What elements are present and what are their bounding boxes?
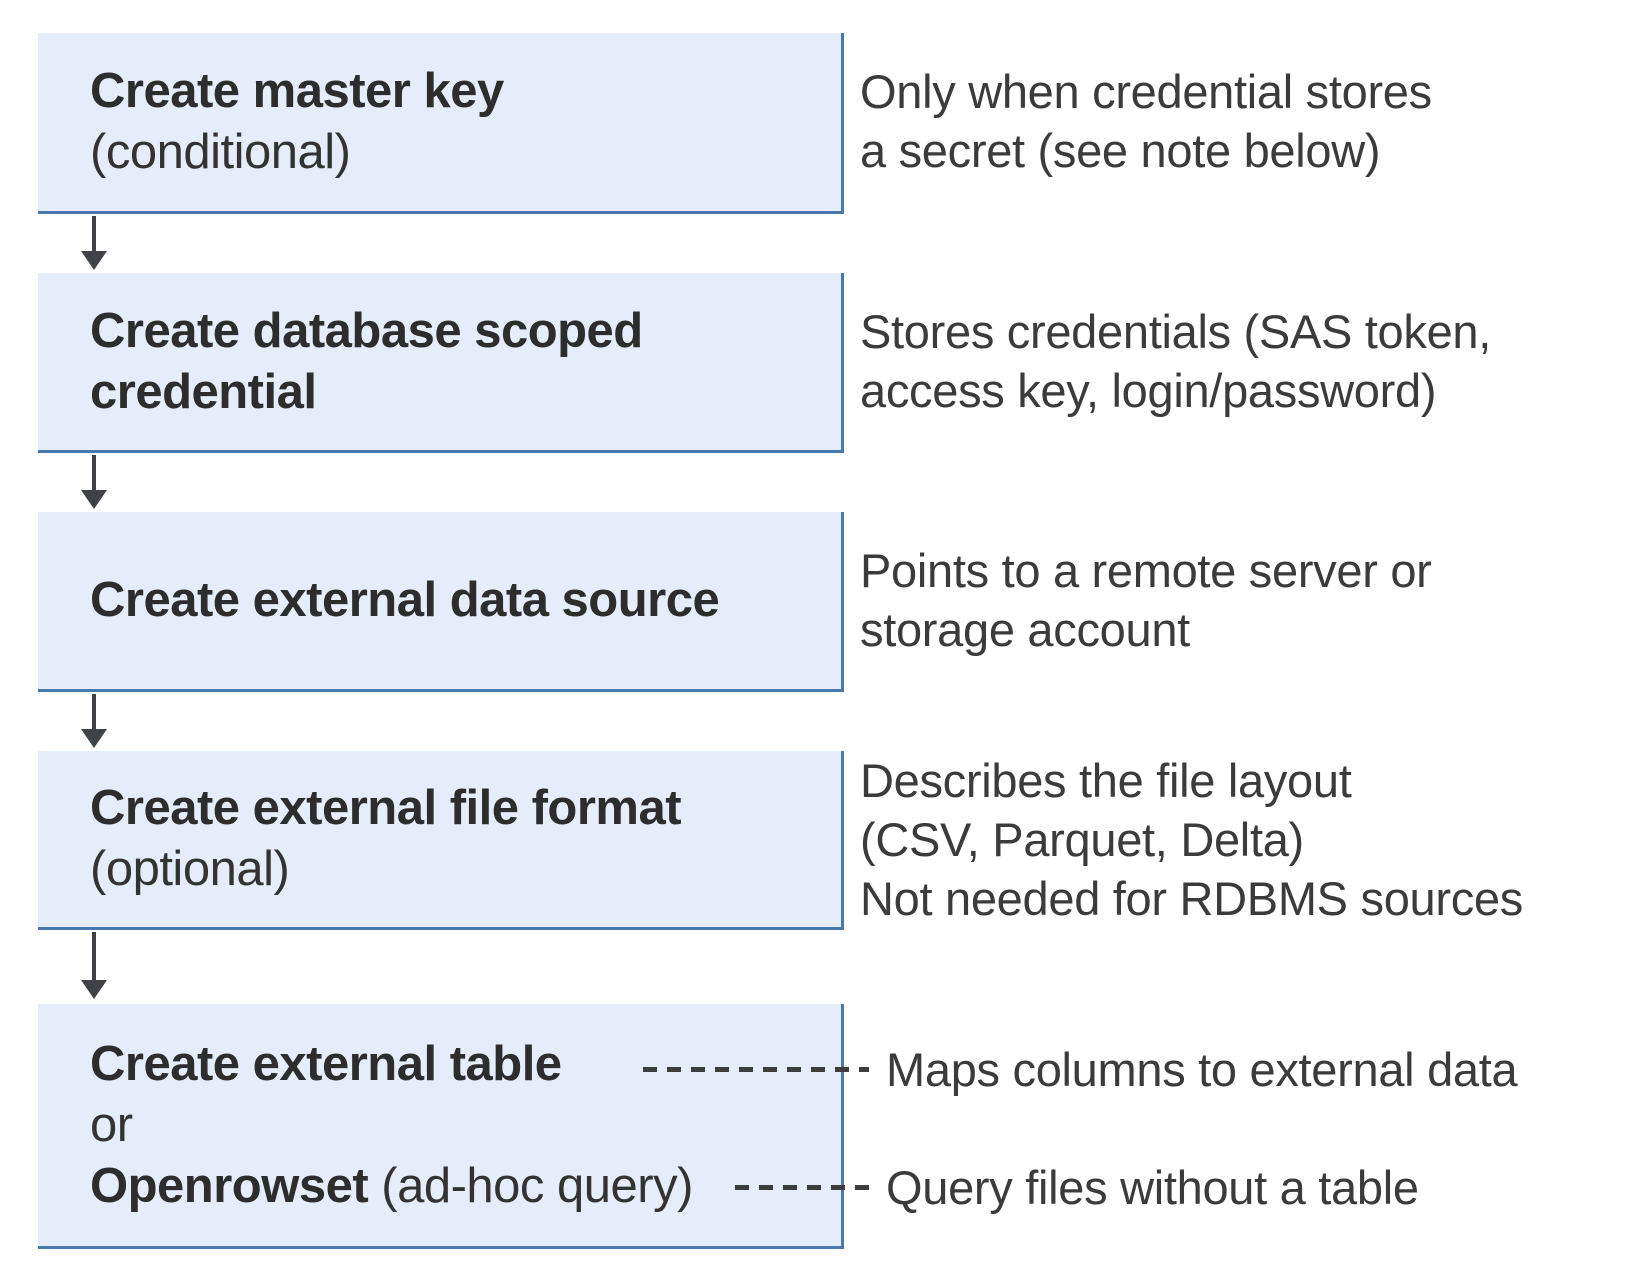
step-title: Create master key (90, 64, 504, 118)
note-line: a secret (see note below) (860, 124, 1381, 177)
openrowset-label: Openrowset (90, 1158, 369, 1213)
dashed-connector-external-table (643, 1067, 869, 1072)
note-line: Not needed for RDBMS sources (860, 872, 1523, 925)
step-box-create-database-scoped-credential: Create database scoped credential (38, 273, 844, 453)
step-subtitle: (conditional) (90, 125, 351, 179)
arrow-shaft (91, 694, 96, 729)
note-line: storage account (860, 603, 1190, 656)
step-box-create-external-data-source: Create external data source (38, 512, 844, 692)
flow-arrow-down-icon (80, 932, 107, 999)
arrow-head (80, 490, 107, 509)
step-box-create-external-file-format: Create external file format (optional) (38, 751, 844, 930)
arrow-shaft (91, 216, 96, 251)
step-openrowset-line: Openrowset (ad-hoc query) (90, 1156, 825, 1217)
arrow-shaft (91, 455, 96, 490)
dashed-connector-openrowset (735, 1185, 869, 1190)
adhoc-query-label: (ad-hoc query) (368, 1158, 693, 1213)
note-line: access key, login/password) (860, 364, 1437, 417)
note-data-source: Points to a remote server or storage acc… (860, 541, 1620, 659)
note-master-key: Only when credential stores a secret (se… (860, 62, 1620, 180)
step-subtitle: (optional) (90, 842, 290, 896)
step-title: Create external file format (90, 781, 682, 835)
note-openrowset: Query files without a table (886, 1158, 1638, 1217)
note-line: Query files without a table (886, 1161, 1419, 1214)
flow-arrow-down-icon (80, 694, 107, 748)
flow-arrow-down-icon (80, 216, 107, 270)
note-external-table: Maps columns to external data (886, 1040, 1638, 1099)
step-title: Create external data source (90, 573, 720, 627)
note-scoped-credential: Stores credentials (SAS token, access ke… (860, 302, 1620, 420)
step-title: Create database scoped credential (90, 303, 643, 419)
step-title: Create external table (90, 1036, 562, 1091)
note-line: Only when credential stores (860, 65, 1432, 118)
step-or-label: or (90, 1097, 133, 1152)
arrow-head (80, 980, 107, 999)
note-line: Maps columns to external data (886, 1043, 1518, 1096)
note-file-format: Describes the file layout (CSV, Parquet,… (860, 751, 1620, 928)
step-box-create-external-table-or-openrowset: Create external table or Openrowset (ad-… (38, 1004, 844, 1249)
note-line: Describes the file layout (860, 754, 1352, 807)
note-line: Stores credentials (SAS token, (860, 305, 1492, 358)
arrow-head (80, 729, 107, 748)
flow-arrow-down-icon (80, 455, 107, 509)
note-line: (CSV, Parquet, Delta) (860, 813, 1304, 866)
step-box-create-master-key: Create master key (conditional) (38, 33, 844, 214)
note-line: Points to a remote server or (860, 544, 1432, 597)
arrow-shaft (91, 932, 96, 980)
arrow-head (80, 251, 107, 270)
